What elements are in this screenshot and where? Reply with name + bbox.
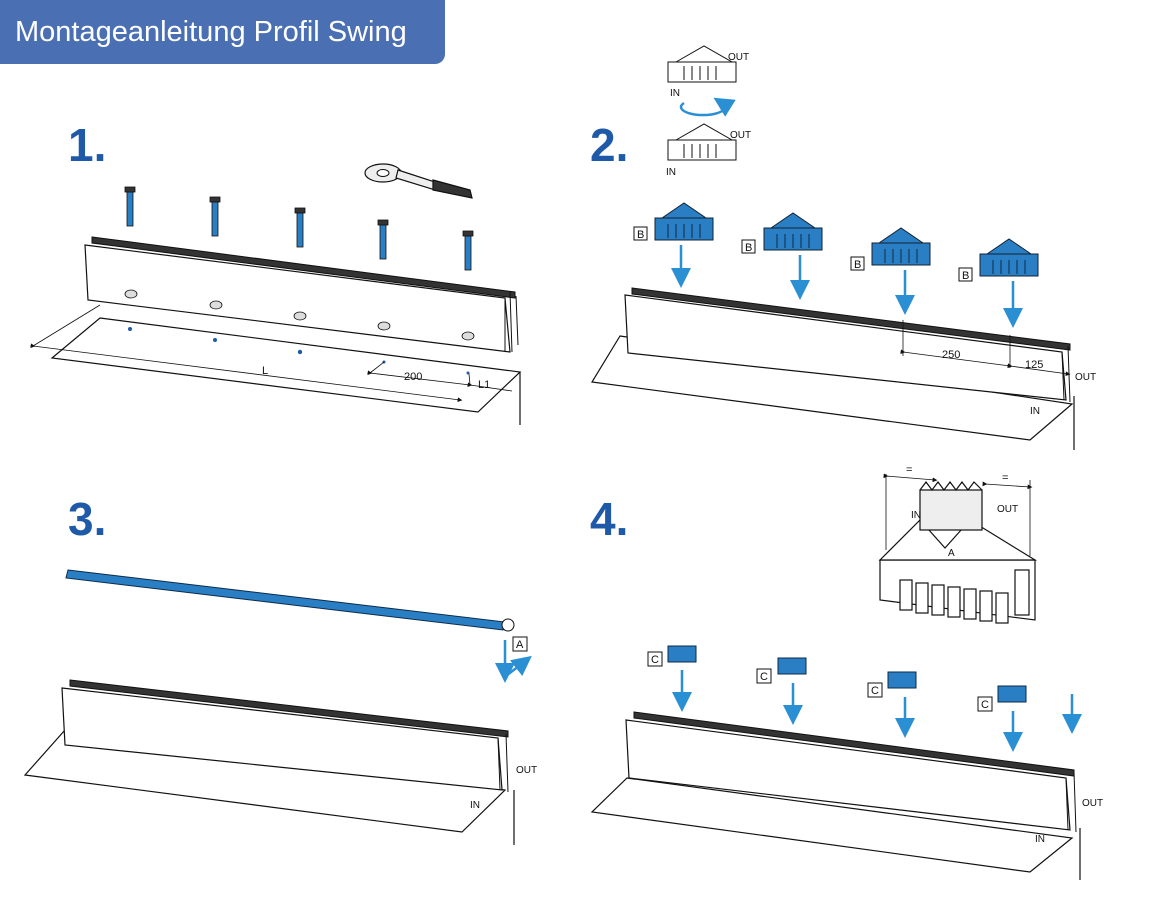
- step-2-illustration: OUT IN OUT IN: [591, 45, 1096, 450]
- step-4-profile: [625, 711, 1077, 833]
- title-banner: Montageanleitung Profil Swing: [0, 0, 445, 64]
- step-3-illustration: A OUT IN: [23, 569, 537, 845]
- step-1-profile: [84, 236, 519, 353]
- clip-top-out-label: OUT: [728, 52, 749, 63]
- detail-a-label: A: [948, 548, 955, 559]
- part-b-label-3: B: [854, 259, 861, 271]
- clip-b-icons: [654, 202, 1039, 277]
- clip-bottom-out-label: OUT: [730, 130, 751, 141]
- dim-eq-right: =: [1002, 472, 1008, 484]
- part-c-label-3: C: [871, 685, 879, 697]
- part-b-label-1: B: [637, 229, 644, 241]
- part-c-label-4: C: [981, 699, 989, 711]
- dim-250-label: 250: [942, 349, 960, 361]
- step-3-number: 3.: [68, 493, 107, 545]
- step-2-out-label: OUT: [1075, 372, 1096, 383]
- part-b-label-4: B: [962, 270, 969, 282]
- step-4-in-label: IN: [1035, 834, 1045, 845]
- part-c-label-2: C: [760, 671, 768, 683]
- step-2-number: 2.: [590, 119, 629, 171]
- nut-icons: [124, 289, 475, 341]
- clip-a-detail-dims: [883, 473, 1033, 556]
- step-4-floor: [590, 777, 1074, 873]
- part-b-label-boxes: [633, 226, 973, 282]
- rotate-arrow-icon: [679, 97, 736, 117]
- dim-L-label: L: [262, 365, 268, 377]
- detail-out-label: OUT: [997, 504, 1018, 515]
- anchor-bolt-icons: [124, 186, 474, 271]
- dim-eq-left: =: [906, 464, 912, 476]
- step-2-dimensions: [900, 320, 1071, 377]
- part-c-label-1: C: [651, 654, 659, 666]
- step-4-illustration: = = IN OUT A C C C C: [590, 464, 1103, 880]
- step-1-number: 1.: [68, 119, 107, 171]
- title-text: Montageanleitung Profil Swing: [15, 15, 407, 48]
- step-2-down-arrows: [671, 245, 1023, 328]
- step-2-profile: [624, 287, 1071, 403]
- clip-rotation-top: [667, 45, 737, 83]
- clip-a-detail: [878, 481, 1038, 624]
- step-4-down-arrows: [672, 670, 1082, 752]
- step-3-push-arrow: [505, 655, 532, 677]
- part-a-label: A: [516, 639, 524, 651]
- detail-in-label: IN: [911, 510, 921, 521]
- seal-strip: [65, 569, 506, 631]
- dim-125-label: 125: [1025, 359, 1043, 371]
- part-a-label-box: [512, 636, 528, 652]
- clip-bottom-in-label: IN: [666, 167, 676, 178]
- step-4-number: 4.: [590, 493, 629, 545]
- clip-c-icons: [667, 645, 1027, 703]
- step-1-illustration: L 200 L1: [30, 163, 522, 425]
- clip-top-in-label: IN: [670, 88, 680, 99]
- step-1-dimensions: [30, 304, 513, 403]
- clip-b-ribs: [667, 224, 1026, 274]
- ratchet-wrench-icon: [364, 163, 473, 199]
- dim-200-label: 200: [404, 371, 422, 383]
- clip-rotation-bottom: [667, 123, 737, 161]
- part-c-label-boxes: [647, 651, 993, 712]
- step-3-in-label: IN: [470, 800, 480, 811]
- part-b-label-2: B: [745, 242, 752, 254]
- step-3-out-label: OUT: [516, 765, 537, 776]
- dim-L1-label: L1: [478, 379, 490, 391]
- step-4-out-label: OUT: [1082, 798, 1103, 809]
- step-2-in-label: IN: [1030, 406, 1040, 417]
- step-3-profile: [61, 679, 509, 793]
